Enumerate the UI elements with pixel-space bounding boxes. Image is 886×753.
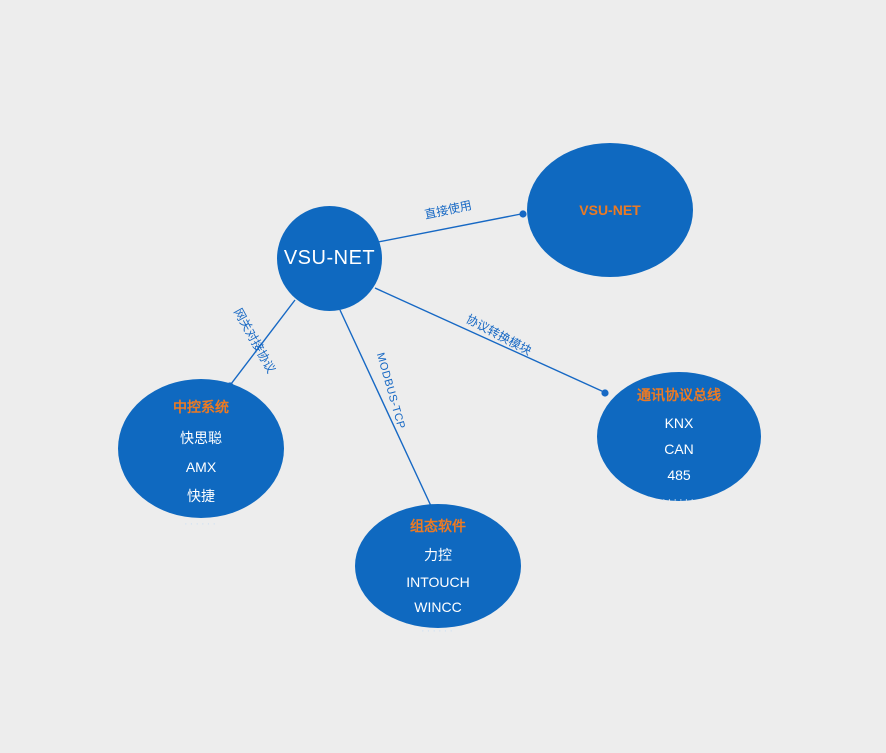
- node-control-system-ellipsis: ······: [184, 518, 218, 530]
- edge-line-modbus: [339, 309, 432, 507]
- node-scada-software-line-2: INTOUCH: [406, 574, 470, 590]
- node-protocol-bus-ellipsis: ······: [662, 494, 696, 506]
- node-scada-software-title: 组态软件: [410, 518, 466, 534]
- node-hub-label: VSU-NET: [283, 247, 376, 269]
- node-scada-software[interactable]: 组态软件 力控 INTOUCH WINCC ······: [355, 504, 521, 637]
- node-hub-vsunet[interactable]: VSU-NET: [277, 206, 382, 311]
- node-protocol-bus[interactable]: 通讯协议总线 KNX CAN 485 ······: [597, 372, 761, 506]
- node-control-system-line-1: 快思聪: [180, 430, 222, 446]
- node-protocol-bus-title: 通讯协议总线: [637, 387, 721, 403]
- edge-line-convert: [374, 287, 605, 393]
- node-scada-software-line-1: 力控: [424, 547, 452, 563]
- node-protocol-bus-line-2: CAN: [664, 441, 694, 457]
- node-scada-software-ellipsis: ······: [421, 625, 455, 637]
- node-control-system[interactable]: 中控系统 快思聪 AMX 快捷 ······: [118, 379, 284, 530]
- edge-endpoint-convert: [601, 389, 609, 397]
- node-control-system-line-3: 快捷: [187, 488, 215, 504]
- node-control-system-line-2: AMX: [185, 459, 217, 475]
- node-protocol-bus-line-1: KNX: [664, 415, 694, 431]
- edge-line-gateway: [230, 299, 296, 385]
- node-protocol-bus-line-3: 485: [667, 467, 691, 483]
- node-control-system-title: 中控系统: [173, 399, 229, 415]
- node-scada-software-line-3: WINCC: [414, 599, 462, 615]
- node-vsunet-right-title: VSU-NET: [579, 202, 641, 218]
- edge-line-direct: [377, 213, 522, 243]
- node-vsunet-right[interactable]: VSU-NET: [527, 143, 693, 277]
- edge-endpoint-direct: [519, 210, 527, 218]
